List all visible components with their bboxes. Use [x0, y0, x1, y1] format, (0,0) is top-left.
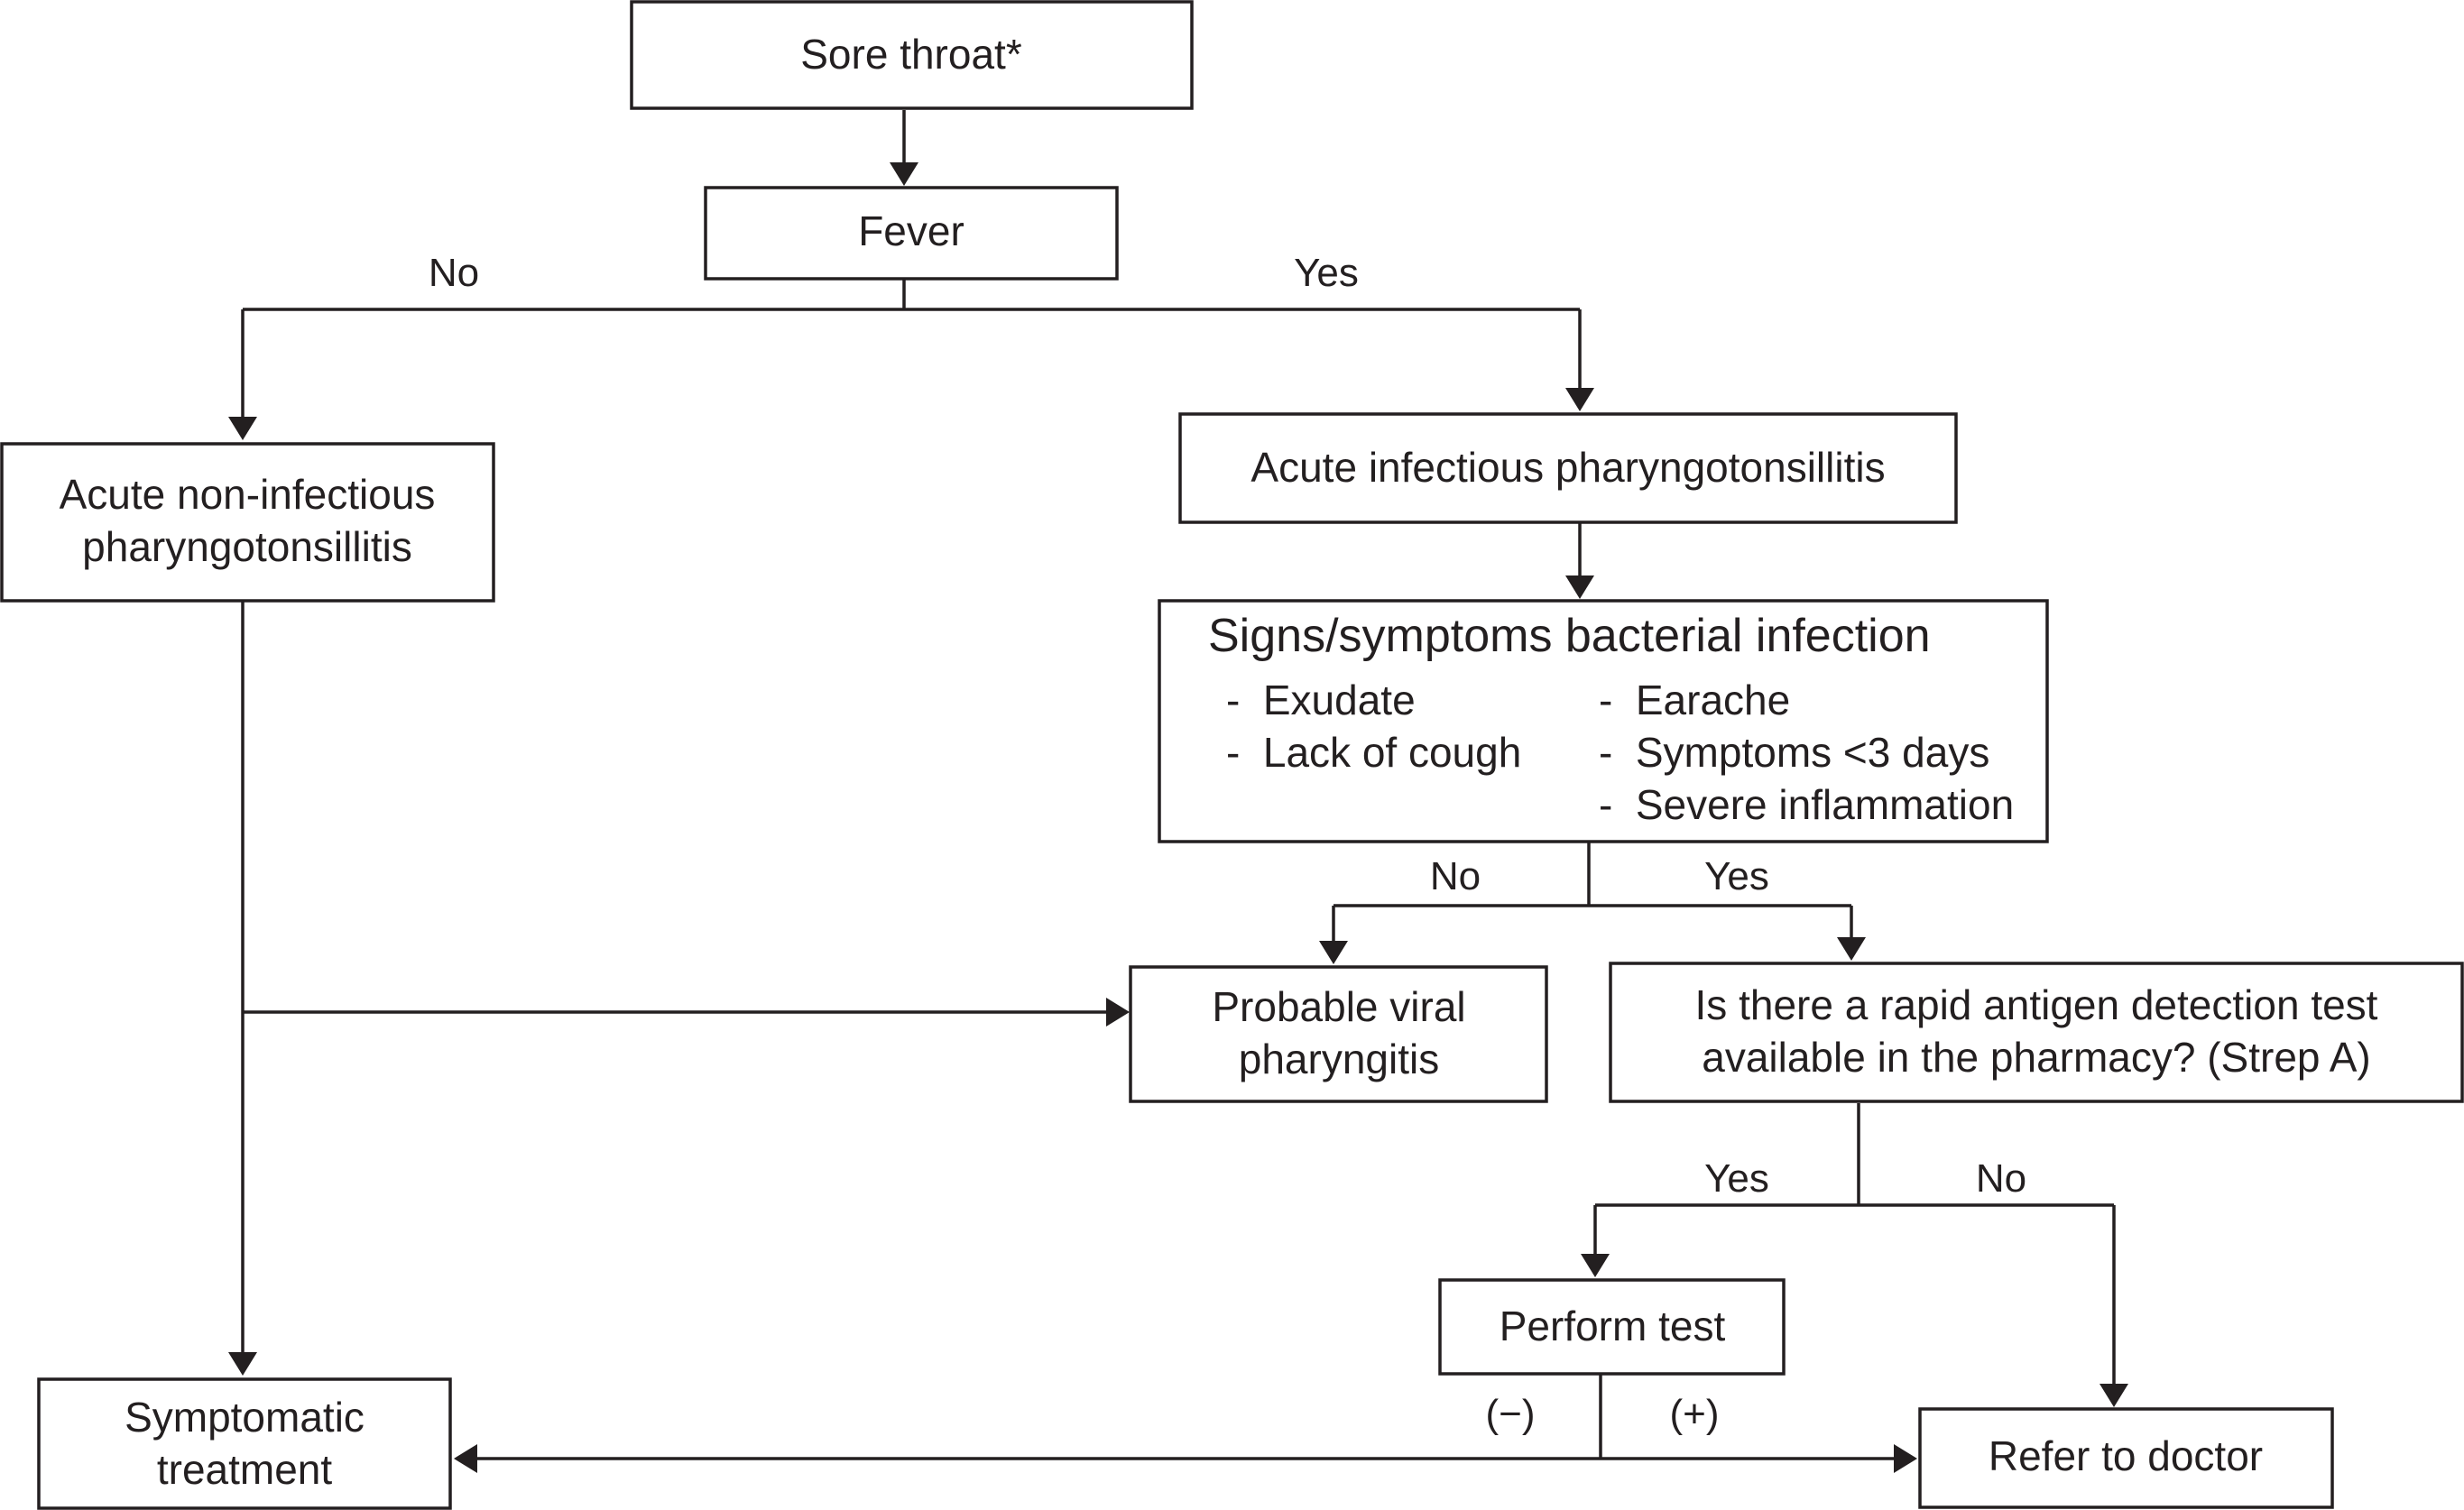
node-fever: Fever — [704, 186, 1119, 281]
node-bacterial-signs-box — [1158, 599, 2049, 843]
node-non-infectious-line-1: Acute non-infectious — [60, 471, 436, 518]
node-bacterial-signs-left-1: - Exudate — [1226, 677, 1416, 723]
node-rapid-test-question-line-1: Is there a rapid antigen detection test — [1695, 981, 2378, 1028]
arrowhead-rapid-test — [1837, 937, 1866, 961]
label-result-positive: (+) — [1670, 1392, 1720, 1436]
arrowhead-infectious — [1565, 388, 1594, 411]
node-refer: Refer to doctor — [1918, 1407, 2334, 1509]
edge-labels: No Yes No Yes Yes No (−) (+) — [429, 251, 2026, 1436]
node-symptomatic-box — [37, 1377, 452, 1510]
node-rapid-test-question: Is there a rapid antigen detection test … — [1609, 962, 2464, 1103]
arrowhead-viral-side — [1106, 998, 1130, 1027]
node-rapid-test-question-line-2: available in the pharmacy? (Strep A) — [1702, 1034, 2371, 1081]
node-bacterial-signs-right-1: - Earache — [1599, 677, 1790, 723]
node-bacterial-signs-title: Signs/symptoms bacterial infection — [1208, 610, 1931, 662]
arrowhead-symptomatic — [228, 1352, 257, 1376]
node-sore-throat-box — [630, 0, 1194, 110]
node-non-infectious-line-2: pharyngotonsillitis — [82, 523, 412, 570]
arrowhead-viral — [1319, 941, 1348, 964]
node-viral-line-1: Probable viral — [1212, 983, 1465, 1030]
arrowhead-fever — [890, 162, 918, 186]
node-symptomatic: Symptomatic treatment — [37, 1377, 452, 1510]
arrowhead-refer — [2099, 1384, 2128, 1407]
node-infectious-label: Acute infectious pharyngotonsillitis — [1250, 444, 1885, 491]
arrowhead-result-positive — [1894, 1444, 1917, 1473]
node-sore-throat-label: Sore throat* — [800, 31, 1022, 78]
node-bacterial-signs-right-3: - Severe inflammation — [1599, 781, 2014, 828]
label-test-yes: Yes — [1704, 1156, 1769, 1201]
node-fever-box — [704, 186, 1119, 281]
node-bacterial-signs: Signs/symptoms bacterial infection - Exu… — [1158, 599, 2049, 843]
connectors — [228, 110, 2128, 1473]
arrowhead-signs — [1565, 575, 1594, 599]
label-signs-yes: Yes — [1704, 854, 1769, 898]
node-perform-test: Perform test — [1438, 1278, 1786, 1376]
arrowhead-non-infectious — [228, 417, 257, 440]
node-perform-test-label: Perform test — [1500, 1303, 1726, 1349]
node-sore-throat: Sore throat* — [630, 0, 1194, 110]
label-fever-yes: Yes — [1294, 251, 1359, 295]
node-bacterial-signs-right-2: - Symptoms <3 days — [1599, 729, 1989, 776]
label-signs-no: No — [1430, 854, 1481, 898]
node-viral-box — [1129, 965, 1548, 1103]
label-result-negative: (−) — [1486, 1392, 1536, 1436]
node-refer-label: Refer to doctor — [1989, 1432, 2263, 1479]
node-non-infectious: Acute non-infectious pharyngotonsillitis — [0, 442, 495, 603]
label-test-no: No — [1976, 1156, 2026, 1201]
node-infectious-box — [1178, 412, 1958, 524]
node-fever-label: Fever — [858, 207, 964, 254]
arrowhead-result-negative — [454, 1444, 477, 1473]
arrowhead-perform-test — [1581, 1254, 1610, 1277]
node-viral-line-2: pharyngitis — [1239, 1036, 1439, 1082]
node-viral: Probable viral pharyngitis — [1129, 965, 1548, 1103]
node-perform-test-box — [1438, 1278, 1786, 1376]
label-fever-no: No — [429, 251, 479, 295]
node-refer-box — [1918, 1407, 2334, 1509]
node-rapid-test-question-box — [1609, 962, 2464, 1103]
node-symptomatic-line-2: treatment — [157, 1446, 333, 1493]
node-infectious: Acute infectious pharyngotonsillitis — [1178, 412, 1958, 524]
node-non-infectious-box — [0, 442, 495, 603]
node-symptomatic-line-1: Symptomatic — [125, 1394, 365, 1441]
node-bacterial-signs-left-2: - Lack of cough — [1226, 729, 1521, 776]
